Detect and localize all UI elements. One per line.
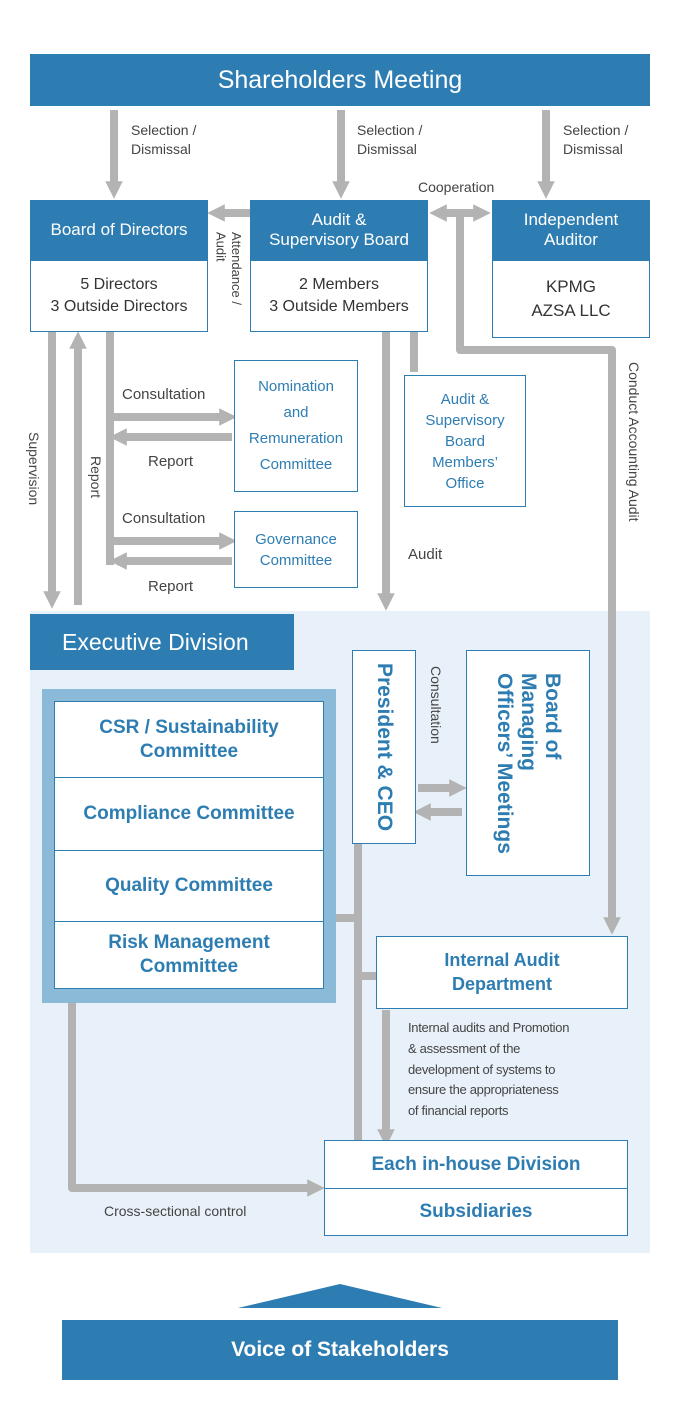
governance-committee-label: Governance Committee xyxy=(255,530,337,569)
in-house-subsidiaries-box: Each in-house Division Subsidiaries xyxy=(324,1140,628,1236)
nomination-remuneration-committee: Nomination and Remuneration Committee xyxy=(234,360,358,492)
audit-board-office: Audit & Supervisory Board Members’ Offic… xyxy=(404,375,526,507)
board-of-directors-title: Board of Directors xyxy=(50,220,188,240)
president-ceo-label: President & CEO xyxy=(373,662,397,832)
committees-list: CSR / Sustainability Committee Complianc… xyxy=(54,701,324,989)
csr-sustainability-committee: CSR / Sustainability Committee xyxy=(55,702,323,778)
consultation-label-2: Consultation xyxy=(122,510,206,527)
audit-board-members: 2 Members 3 Outside Members xyxy=(269,275,409,315)
nomination-remuneration-label: Nomination and Remuneration Committee xyxy=(248,377,344,474)
cooperation-label: Cooperation xyxy=(418,179,495,195)
audit-label: Audit xyxy=(408,546,443,563)
in-house-division-label: Each in-house Division xyxy=(325,1141,627,1189)
governance-committee: Governance Committee xyxy=(234,511,358,588)
shareholders-meeting-bar: Shareholders Meeting xyxy=(30,54,650,106)
conduct-accounting-audit-label: Conduct Accounting Audit xyxy=(625,362,642,522)
board-of-directors-header: Board of Directors xyxy=(30,200,208,260)
selection-label-2: Selection / Dismissal xyxy=(357,122,423,157)
executive-division-label: Executive Division xyxy=(62,628,249,655)
report-label-2: Report xyxy=(148,578,194,595)
consultation-label-1: Consultation xyxy=(122,386,206,403)
board-of-directors-members: 5 Directors 3 Outside Directors xyxy=(50,275,188,315)
consultation-exec-label: Consultation xyxy=(427,666,444,744)
quality-committee: Quality Committee xyxy=(55,851,323,922)
audit-board-office-label: Audit & Supervisory Board Members’ Offic… xyxy=(425,390,505,492)
audit-board-title: Audit & Supervisory Board xyxy=(269,210,409,249)
report-label-1: Report xyxy=(148,453,194,470)
voice-of-stakeholders-bar: Voice of Stakeholders xyxy=(62,1320,618,1380)
independent-auditor-header: Independent Auditor xyxy=(492,200,650,260)
report-vertical-label: Report xyxy=(87,456,104,499)
managing-officers-box: Board of Managing Officers’ Meetings xyxy=(466,650,590,876)
internal-audit-label: Internal Audit Department xyxy=(444,950,560,994)
audit-board-body: 2 Members 3 Outside Members xyxy=(250,260,428,332)
executive-division-bar: Executive Division xyxy=(30,614,294,670)
independent-auditor-body: KPMG AZSA LLC xyxy=(492,260,650,338)
audit-board-header: Audit & Supervisory Board xyxy=(250,200,428,260)
voice-of-stakeholders-label: Voice of Stakeholders xyxy=(231,1338,449,1361)
cross-sectional-label: Cross-sectional control xyxy=(104,1203,247,1219)
internal-audit-note: Internal audits and Promotion & assessme… xyxy=(408,1020,570,1119)
subsidiaries-label: Subsidiaries xyxy=(419,1201,533,1222)
independent-auditor-title: Independent Auditor xyxy=(523,210,619,249)
president-ceo-box: President & CEO xyxy=(352,650,416,844)
selection-label-3: Selection / Dismissal xyxy=(563,122,629,157)
supervision-label: Supervision xyxy=(25,432,42,506)
selection-label-1: Selection / Dismissal xyxy=(131,122,197,157)
attendance-audit-label: Attendance / Audit xyxy=(213,232,245,305)
internal-audit-department: Internal Audit Department xyxy=(376,936,628,1009)
compliance-committee: Compliance Committee xyxy=(55,778,323,851)
independent-auditor-name: KPMG AZSA LLC xyxy=(531,277,611,320)
risk-management-committee: Risk Management Committee xyxy=(108,932,270,977)
shareholders-meeting-label: Shareholders Meeting xyxy=(217,65,463,94)
board-of-directors-body: 5 Directors 3 Outside Directors xyxy=(30,260,208,332)
managing-officers-label: Board of Managing Officers’ Meetings xyxy=(492,672,565,854)
